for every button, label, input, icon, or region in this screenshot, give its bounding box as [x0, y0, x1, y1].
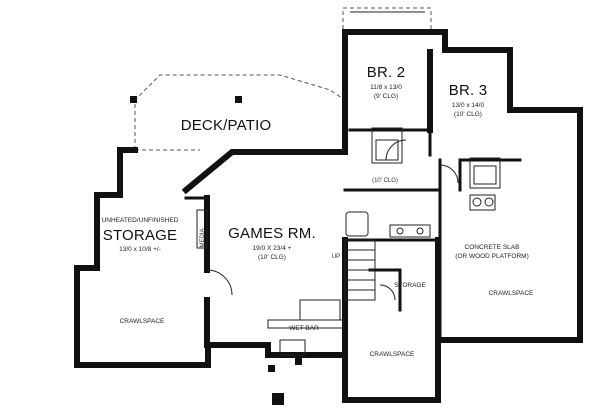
games-room-ceiling: (10' CLG) [258, 254, 286, 261]
storage-dims: 13/0 x 10/8 +/- [119, 246, 161, 253]
deck-label: DECK/PATIO [181, 117, 272, 134]
storage-small-label: STORAGE [394, 282, 426, 289]
storage-label: STORAGE [103, 227, 177, 244]
concrete-slab-label: CONCRETE SLAB [465, 244, 520, 251]
br2-ceiling: (9' CLG) [374, 93, 398, 100]
br3-ceiling: (10' CLG) [454, 111, 482, 118]
games-room-label: GAMES RM. [228, 225, 316, 242]
closet-details [196, 127, 501, 405]
exterior-walls [74, 29, 583, 403]
hall-ceiling: (10' CLG) [372, 178, 398, 184]
media-label: MEDIA [200, 228, 206, 247]
crawlspace-mid-label: CRAWLSPACE [370, 351, 415, 358]
wet-bar-label: WET BAR [289, 325, 319, 332]
br3-dims: 13/0 x 14/0 [452, 102, 485, 109]
bay-window [342, 7, 432, 33]
br2-label: BR. 2 [367, 64, 406, 81]
interior-walls [184, 128, 522, 342]
games-room-dims: 19/0 X 23/4 + [253, 245, 292, 252]
crawlspace-right-label: CRAWLSPACE [489, 290, 534, 297]
concrete-slab-note: (OR WOOD PLATFORM) [455, 253, 529, 260]
deck-outline [130, 74, 346, 151]
br3-label: BR. 3 [449, 82, 488, 99]
stair-up-label: UP [332, 254, 340, 260]
br2-dims: 11/8 x 13/0 [370, 84, 402, 91]
storage-note: UNHEATED/UNFINISHED [102, 217, 179, 224]
crawlspace-left-label: CRAWLSPACE [120, 318, 165, 325]
